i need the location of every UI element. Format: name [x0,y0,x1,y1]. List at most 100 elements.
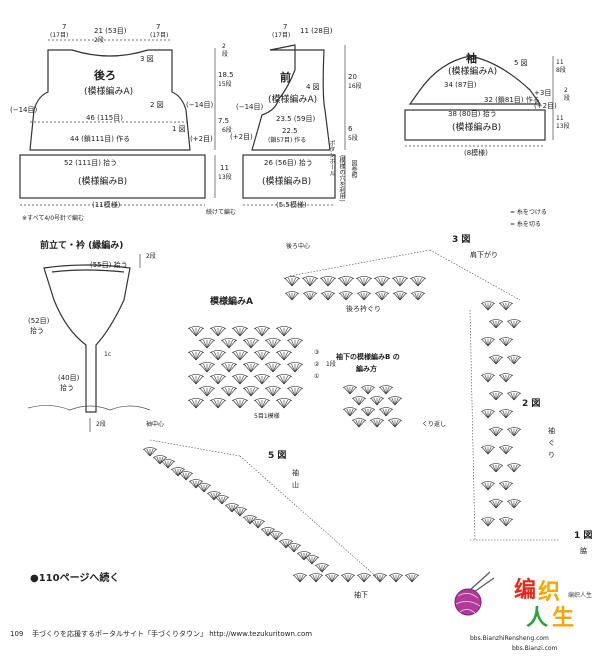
chart-a-fan [231,374,249,385]
fig3-fan [302,291,318,301]
fig5-fan [286,543,302,553]
back-dim-d3: 7.5 [218,117,230,125]
chart-a-fan [220,362,238,373]
fig2-fan [506,463,522,473]
fig3-fan [355,276,373,287]
fig2-fan [480,445,496,455]
chart-a-fan [242,338,260,349]
front-top-st: (17目) [272,32,291,39]
chart-b-fan [378,385,394,395]
fig2-armhole-3: り [548,451,555,459]
fig5-underarm: 袖下 [354,591,368,599]
fig3-fan [338,291,354,301]
portal-text: 手づくりを応援するポータルサイト「手づくりタウン」 http://www.tez… [32,630,313,638]
back-top-right-w: 7 [156,23,161,31]
fig5-fan [404,573,420,583]
fig1-side: 脇 [580,547,587,555]
chart-a-fan [187,374,205,385]
back-side-right-1: (−14目) [186,101,214,109]
back-side-right-2: (+2目) [190,135,213,143]
placket-left-52b: 拾う [30,327,44,335]
back-top-left-st: (17目) [50,32,69,39]
fig3-fan [391,276,409,287]
chart-a-rows-note: 1段 [326,361,336,368]
fig5-chain [239,455,381,581]
fig2-fan [488,463,504,473]
front-pattern-hole-note: (模様の穴を利用) [338,155,345,202]
chart-a-fan [253,326,271,337]
fig2-fan [480,409,496,419]
legend-cut: = 糸を切る [510,221,541,228]
chart-b-title2: 編み方 [356,365,377,373]
chart-a-fan [253,398,271,409]
sleeve-dim-h1: 11 [556,59,564,66]
chart-a-fan [253,374,271,385]
fig2-fan [488,499,504,509]
back-band-pattern: (模様編みB) [78,177,128,187]
chart-a-fan [198,338,216,349]
chart-a-fan [275,326,293,337]
watermark-site-1: bbs.BianzhiRensheng.com [470,635,549,642]
chart-a-r3: ③ [314,349,320,356]
fig5-fan [304,555,320,565]
chart-a-fan [242,386,260,397]
fig5-cap-1: 袖 [292,469,299,477]
front-buttonhole-note: ボタンホール [328,140,335,176]
fig5-cap-2: 山 [292,481,299,489]
chart-a-fan [286,386,304,397]
front-band-total: (5.5模様) [276,201,307,209]
front-side-left: (−14目) [236,103,264,111]
fig5-fan [278,539,294,549]
sleeve-pattern-a: (模様編みA) [448,67,498,77]
fig5-fan [372,573,388,583]
fig3-fan [319,276,337,287]
back-hook-note: ※すべて4/0号針で編む [22,215,85,222]
fig2-armhole-2: ぐ [548,439,555,447]
sleeve-right-2: (+2目) [534,102,557,110]
fig1-label: 1 図 [574,531,593,541]
fig2-fan [506,391,522,401]
sleeve-dim-h3: 11 [556,115,564,122]
fig5-fan [242,515,258,525]
back-dim-d2s: 15段 [218,81,232,88]
fig2-fan [498,373,514,383]
fig5-chain [149,439,241,457]
fig5-fan [324,573,340,583]
fig3-fan [301,276,319,287]
back-dim-d1: 2 [222,43,226,50]
chart-b-fan [369,418,385,428]
fig5-sleeve-center: 袖中心 [146,421,165,428]
chart-a-fan [231,326,249,337]
placket-left-40: (40目) [58,374,80,382]
fig3-fan [284,291,300,301]
front-hem-w: 22.5 [282,127,298,135]
chart-a-fan [286,362,304,373]
front-pattern: (模様編みA) [268,95,318,105]
chart-a-fan [275,374,293,385]
front-title: 前 [280,71,291,84]
fig2-armhole-1: 袖 [548,427,555,435]
fig2-fan [498,301,514,311]
chart-a-fan [209,374,227,385]
watermark-site-2: bbs.Bianzi.com [512,645,558,652]
fig2-fan [498,337,514,347]
back-top-left-w: 7 [62,23,67,31]
fig5-fan [356,573,372,583]
chart-a-fan [231,350,249,361]
sleeve-title: 袖 [466,52,477,65]
placket-mark-1c: 1c [104,351,112,358]
fig3-fan [337,276,355,287]
back-dim-d2: 18.5 [218,71,234,79]
sleeve-band-total: (8模様) [464,149,488,157]
sleeve-dim-h2: 2 [564,87,568,94]
back-hem-w: 44 (鎖111目) 作る [70,135,131,143]
chart-a-fan [187,398,205,409]
fig5-fan [268,531,284,541]
back-label-3zu: 3 図 [140,55,154,63]
